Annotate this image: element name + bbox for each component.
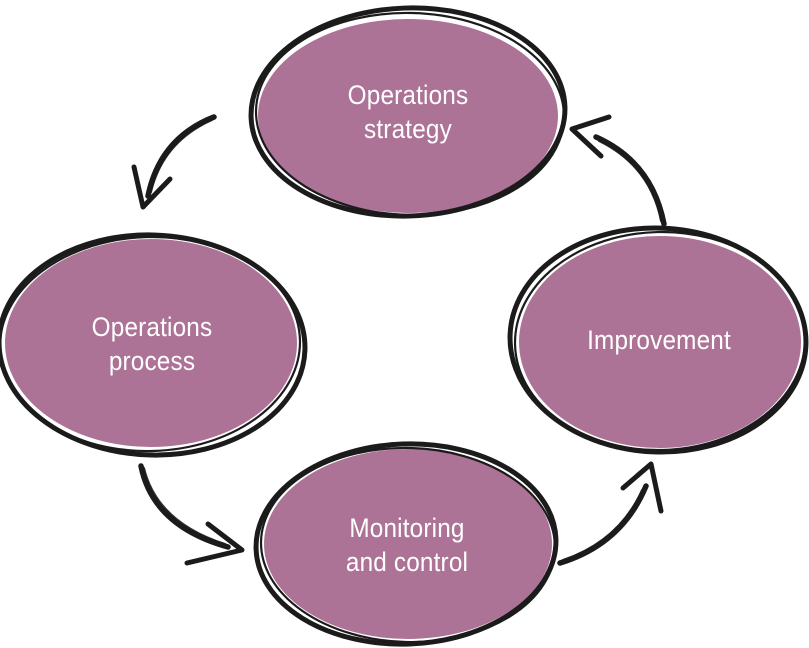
arrow-process-to-monitoring-shaft — [138, 463, 231, 550]
arrow-process-to-monitoring-shaft-echo — [143, 467, 226, 545]
arrow-monitoring-to-improvement-shaft — [557, 483, 649, 566]
node-improvement — [507, 225, 809, 455]
operations-process-ellipse — [5, 239, 297, 447]
operations-strategy-outline-echo — [254, 11, 566, 217]
node-operations-process — [0, 232, 308, 458]
improvement-ellipse — [519, 236, 801, 448]
arrow-monitoring-to-improvement-head — [620, 461, 664, 514]
operations-process-outline — [0, 232, 308, 458]
arrow-strategy-to-process-shaft-echo — [150, 119, 213, 193]
arrow-monitoring-to-improvement-shaft-echo — [562, 489, 643, 561]
improvement-outline — [507, 225, 809, 455]
monitoring-and-control-ellipse — [264, 449, 552, 639]
node-monitoring-and-control — [253, 441, 559, 647]
arrow-improvement-to-strategy-head — [569, 114, 612, 159]
operations-strategy-ellipse — [258, 19, 558, 213]
arrow-process-to-monitoring — [138, 463, 245, 566]
node-operations-strategy — [248, 5, 568, 219]
arrow-strategy-to-process-head — [131, 164, 173, 210]
monitoring-and-control-outline-echo — [259, 446, 557, 644]
operations-process-outline-echo — [0, 235, 302, 453]
arrow-monitoring-to-improvement — [557, 461, 664, 566]
arrow-process-to-monitoring-head — [184, 521, 245, 566]
arrow-improvement-to-strategy-shaft — [593, 134, 667, 227]
arrow-improvement-to-strategy — [569, 114, 667, 227]
arrow-strategy-to-process — [131, 114, 217, 210]
arrow-strategy-to-process-shaft — [145, 114, 217, 199]
improvement-outline-echo — [513, 230, 807, 452]
arrow-improvement-to-strategy-shaft-echo — [598, 140, 662, 222]
monitoring-and-control-outline — [253, 441, 559, 647]
